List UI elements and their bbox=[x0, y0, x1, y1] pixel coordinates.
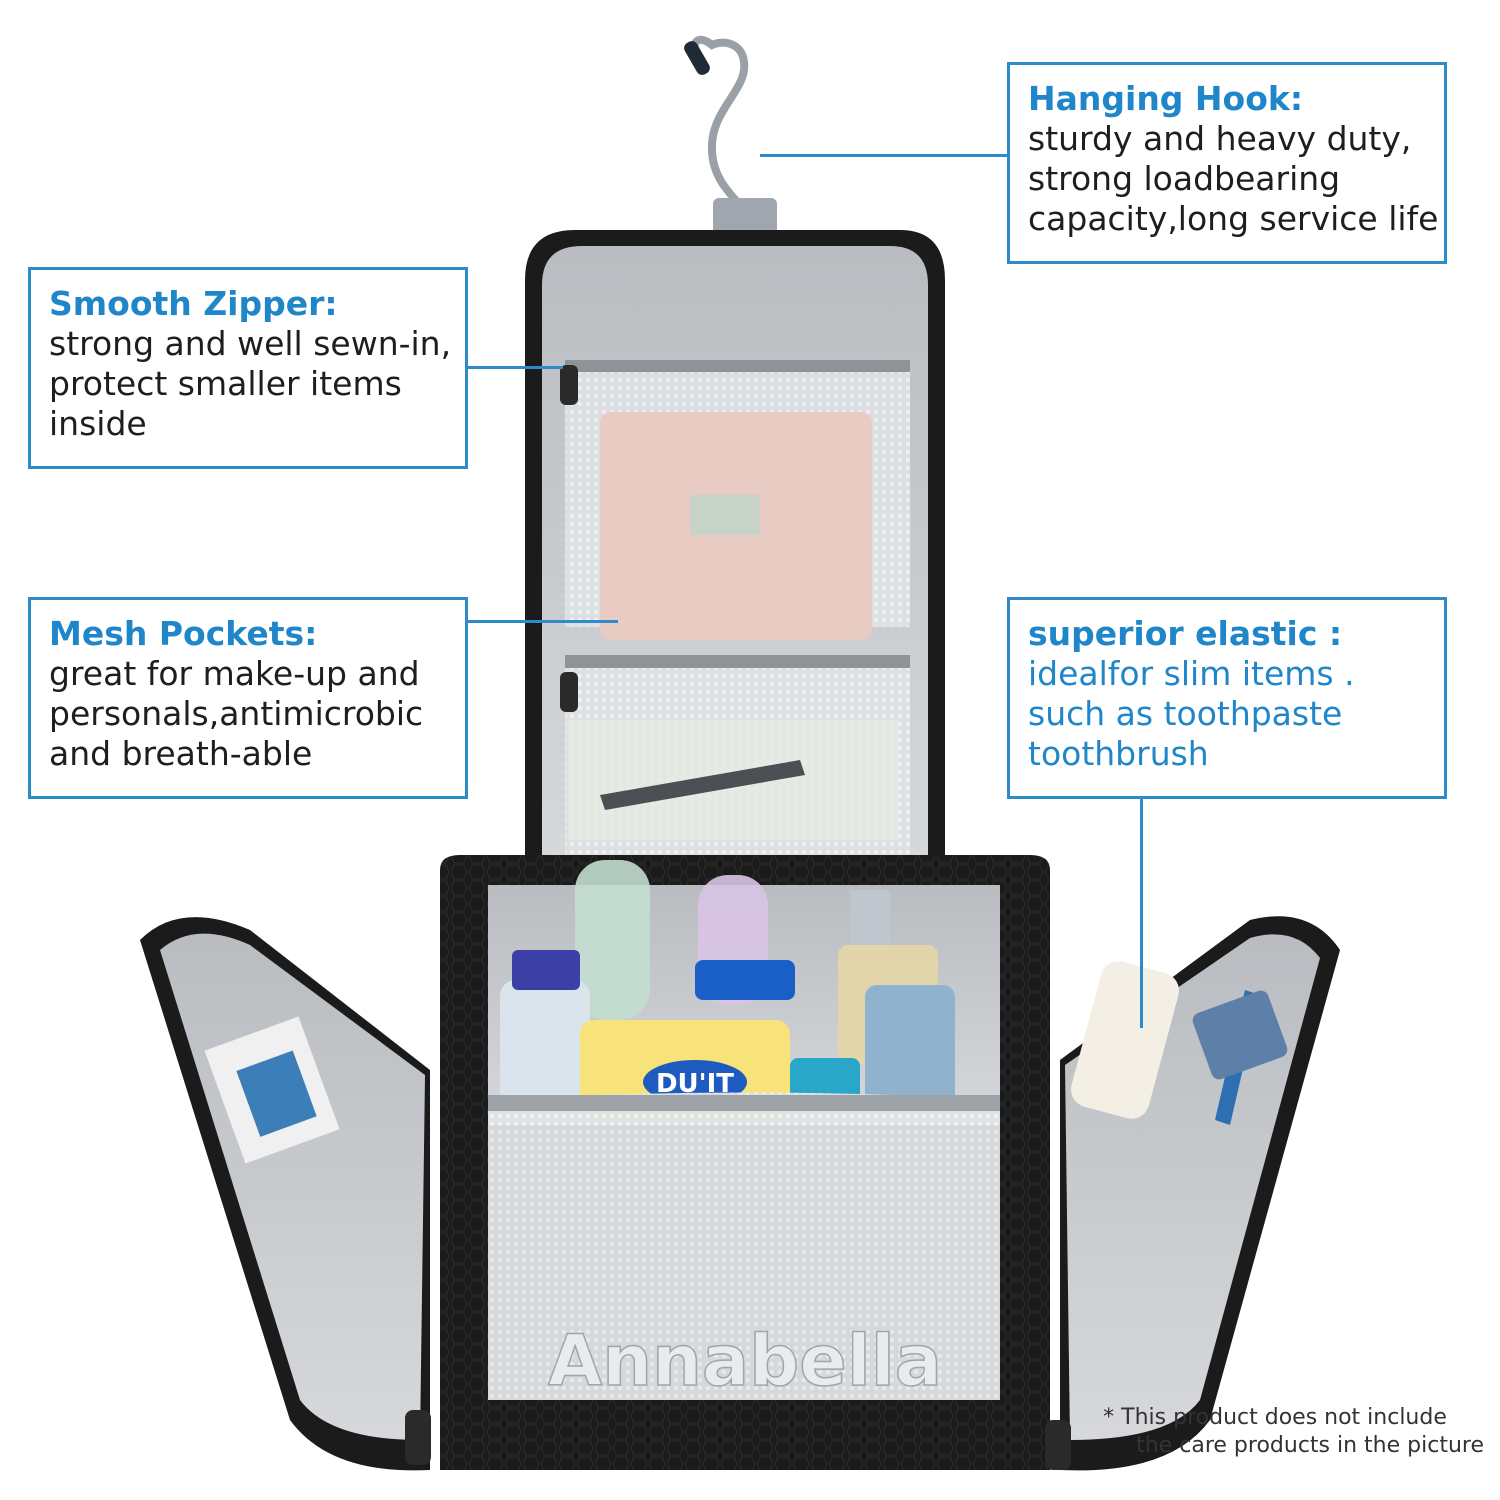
callout-line: inside bbox=[49, 404, 147, 443]
right-wing bbox=[1060, 916, 1340, 1471]
callout-line: personals,antimicrobic bbox=[49, 694, 424, 733]
callout-line: great for make-up and bbox=[49, 654, 420, 693]
tube-label: DU'IT bbox=[656, 1069, 734, 1099]
bag-body bbox=[405, 855, 1071, 1470]
callout-line: such as toothpaste bbox=[1028, 694, 1343, 733]
hanging-hook bbox=[684, 35, 777, 252]
callout-line: protect smaller items bbox=[49, 364, 402, 403]
callout-line: toothbrush bbox=[1028, 734, 1209, 773]
callout-title: Smooth Zipper: bbox=[49, 284, 338, 323]
callout-line: strong and well sewn-in, bbox=[49, 324, 452, 363]
bag-lid bbox=[525, 230, 945, 870]
callout-line: strong loadbearing bbox=[1028, 159, 1341, 198]
footnote-line-1: * This product does not include bbox=[1103, 1404, 1484, 1432]
disclaimer-footnote: * This product does not include the care… bbox=[1103, 1404, 1484, 1460]
callout-hanging-hook: Hanging Hook: sturdy and heavy duty, str… bbox=[1007, 62, 1447, 264]
callout-smooth-zipper: Smooth Zipper: strong and well sewn-in, … bbox=[28, 267, 468, 469]
footnote-text-2: the care products in the picture bbox=[1136, 1433, 1484, 1458]
callout-title: Mesh Pockets: bbox=[49, 614, 318, 653]
callout-title: superior elastic : bbox=[1028, 614, 1343, 653]
callout-title: Hanging Hook: bbox=[1028, 79, 1304, 118]
callout-line: sturdy and heavy duty, bbox=[1028, 119, 1412, 158]
leader-mesh-pockets bbox=[468, 620, 618, 623]
callout-mesh-pockets: Mesh Pockets: great for make-up and pers… bbox=[28, 597, 468, 799]
callout-line: capacity,long service life bbox=[1028, 199, 1439, 238]
callout-line: and breath-able bbox=[49, 734, 313, 773]
leader-superior-elastic bbox=[1140, 798, 1143, 1028]
footnote-text-1: This product does not include bbox=[1121, 1405, 1447, 1430]
left-wing bbox=[140, 917, 430, 1471]
leader-smooth-zipper bbox=[468, 366, 563, 369]
callout-line: idealfor slim items . bbox=[1028, 654, 1355, 693]
asterisk-symbol: * bbox=[1103, 1405, 1115, 1430]
leader-hanging-hook bbox=[760, 154, 1010, 157]
brand-print: Annabella bbox=[548, 1320, 942, 1402]
callout-superior-elastic: superior elastic : idealfor slim items .… bbox=[1007, 597, 1447, 799]
